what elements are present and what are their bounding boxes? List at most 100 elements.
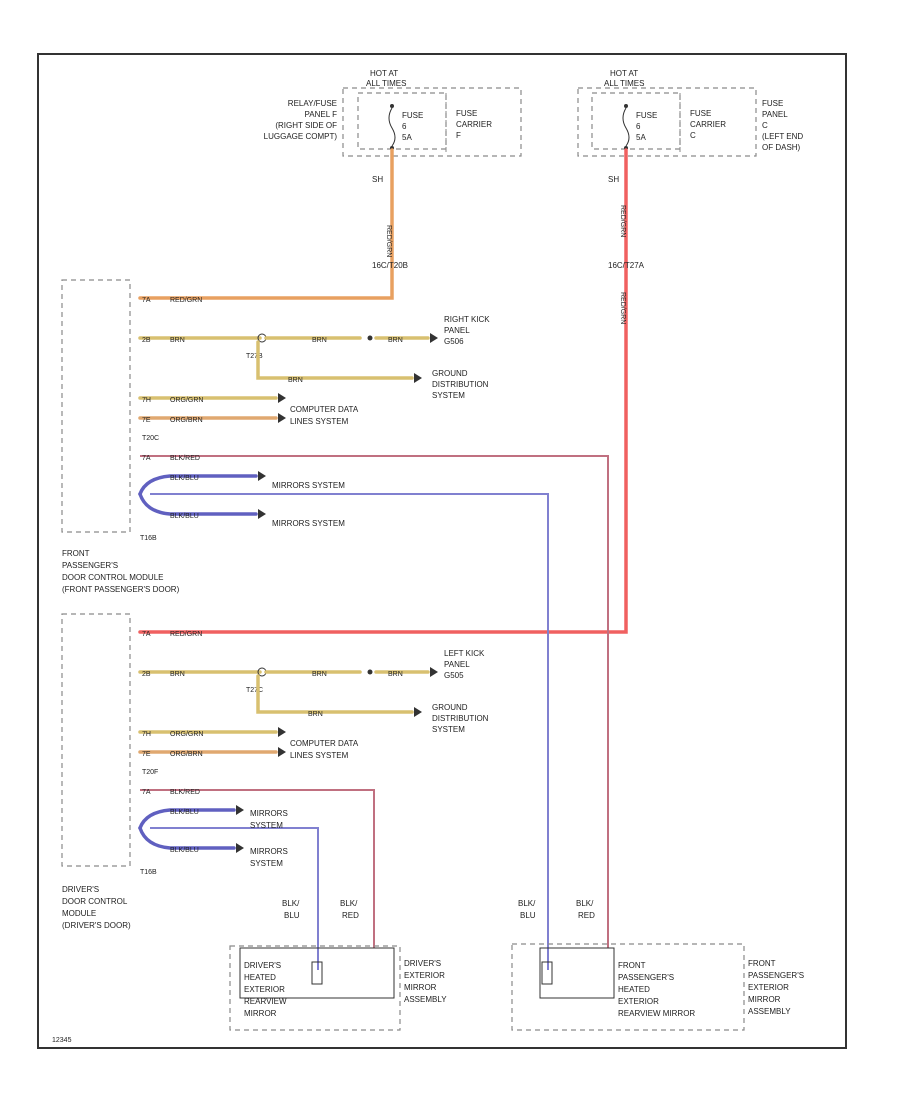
pass-kick-arrow-icon bbox=[430, 333, 438, 343]
fuse-left-carrier-3: F bbox=[456, 131, 461, 140]
pass-module-label-3: DOOR CONTROL MODULE bbox=[62, 573, 164, 582]
pass-assembly-2: PASSENGER'S bbox=[748, 971, 804, 980]
passenger-heater: FRONT PASSENGER'S HEATED EXTERIOR REARVI… bbox=[511, 943, 804, 1031]
fuse-left-loc-4: LUGGAGE COMPT) bbox=[264, 132, 338, 141]
pass-wire-1-color: RED/GRN bbox=[170, 297, 202, 304]
drv-wire-10-color: BLK/BLU bbox=[170, 847, 199, 854]
drv-wire-7-color: ORG/BRN bbox=[170, 751, 203, 758]
pass-mirror-arrow-1-icon bbox=[258, 471, 266, 481]
pass-mirror-arrow-2-icon bbox=[258, 509, 266, 519]
drv-module-label-2: DOOR CONTROL bbox=[62, 897, 128, 906]
drv-connector-2: T16B bbox=[140, 869, 157, 876]
pass-wire-6-color: ORG/GRN bbox=[170, 397, 203, 404]
drv-wire-9-color: BLK/BLU bbox=[170, 809, 199, 816]
pass-pin-7: 7E bbox=[142, 417, 151, 424]
fuse-left-carrier-1: FUSE bbox=[456, 109, 477, 118]
fuse-right-pin: SH bbox=[608, 175, 619, 184]
hot-at-right-2: ALL TIMES bbox=[604, 79, 644, 88]
fuse-left-loc-2: PANEL F bbox=[305, 110, 338, 119]
pass-kick-3: G506 bbox=[444, 337, 464, 346]
wire-right-feed-label-top: RED/GRN bbox=[619, 205, 626, 237]
fuse-right-element-icon bbox=[622, 107, 630, 147]
driver-heater: DRIVER'S HEATED EXTERIOR REARVIEW MIRROR… bbox=[229, 945, 447, 1031]
passenger-module: 7A RED/GRN 2B BRN T27B BRN BRN RIGHT KIC… bbox=[61, 279, 609, 970]
fuse-right-carrier-1: FUSE bbox=[690, 109, 711, 118]
drv-ground-3: SYSTEM bbox=[432, 725, 465, 734]
fuse-right-loc-5: OF DASH) bbox=[762, 143, 801, 152]
pass-wire-9-color: BLK/BLU bbox=[170, 475, 199, 482]
fuse-left-label-1: FUSE bbox=[402, 111, 423, 120]
drv-wire-2-color: BRN bbox=[170, 671, 185, 678]
pass-module-label-1: FRONT bbox=[62, 549, 90, 558]
pass-wire-8-color: BLK/RED bbox=[170, 455, 200, 462]
pass-heater-5: REARVIEW MIRROR bbox=[618, 1009, 695, 1018]
drv-splice-label: T27C bbox=[246, 687, 263, 694]
drv-blu-label-1: BLK/ bbox=[282, 899, 300, 908]
pass-red-label-1: BLK/ bbox=[576, 899, 594, 908]
pass-red-label-2: RED bbox=[578, 911, 595, 920]
drv-mirror-arrow-1-icon bbox=[236, 805, 244, 815]
drv-wire-blu-thin bbox=[150, 827, 319, 970]
drv-heater-1: DRIVER'S bbox=[244, 961, 281, 970]
drv-assembly-1: DRIVER'S bbox=[404, 959, 441, 968]
pass-assembly-4: MIRROR bbox=[748, 995, 781, 1004]
fuse-right-carrier-2: CARRIER bbox=[690, 120, 726, 129]
drv-pin-7: 7E bbox=[142, 751, 151, 758]
footer-code: 12345 bbox=[52, 1037, 72, 1044]
driver-mirror-assembly-box bbox=[229, 945, 401, 1031]
drv-connector-dot-icon bbox=[367, 669, 373, 675]
pass-wire-7-color: ORG/BRN bbox=[170, 417, 203, 424]
pass-connector-2: T16B bbox=[140, 535, 157, 542]
fuse-left-pin: SH bbox=[372, 175, 383, 184]
wire-right-feed-label-bottom: RED/GRN bbox=[619, 292, 626, 324]
pass-kick-1: RIGHT KICK bbox=[444, 315, 490, 324]
pass-pin-8: 7A bbox=[142, 455, 151, 462]
drv-wire-5-color: BRN bbox=[308, 711, 323, 718]
pass-kick-2: PANEL bbox=[444, 326, 470, 335]
drv-wire-4-color: BRN bbox=[388, 671, 403, 678]
fuse-panel-right-box bbox=[577, 87, 757, 157]
pass-wire-blk-blu-1 bbox=[138, 474, 258, 496]
pass-heater-1: FRONT bbox=[618, 961, 646, 970]
drv-connector-1: T20F bbox=[142, 769, 158, 776]
drv-blu-label-2: BLU bbox=[284, 911, 300, 920]
drv-pin-2: 2B bbox=[142, 671, 151, 678]
pass-assembly-5: ASSEMBLY bbox=[748, 1007, 791, 1016]
fuse-right-label-2: 6 bbox=[636, 122, 641, 131]
fuse-left-element-icon bbox=[388, 107, 396, 147]
connector-right-mid: 16C/T27A bbox=[608, 261, 645, 270]
drv-data-arrow-2-icon bbox=[278, 747, 286, 757]
driver-heater-element-box bbox=[239, 947, 395, 999]
fuse-right-loc-1: FUSE bbox=[762, 99, 783, 108]
pass-blu-label-2: BLU bbox=[520, 911, 536, 920]
drv-kick-arrow-icon bbox=[430, 667, 438, 677]
pass-wire-10-color: BLK/BLU bbox=[170, 513, 199, 520]
pass-heater-2: PASSENGER'S bbox=[618, 973, 674, 982]
drv-mirror-2a: MIRRORS bbox=[250, 847, 288, 856]
pass-wire-blk-red bbox=[140, 455, 609, 948]
pass-wire-3-color: BRN bbox=[312, 337, 327, 344]
passenger-heater-icon bbox=[541, 961, 553, 985]
drv-kick-1: LEFT KICK bbox=[444, 649, 485, 658]
pass-connector-dot-icon bbox=[367, 335, 373, 341]
fuse-right-label-3: 5A bbox=[636, 133, 646, 142]
drv-data-arrow-1-icon bbox=[278, 727, 286, 737]
pass-mirror-2: MIRRORS SYSTEM bbox=[272, 519, 345, 528]
pass-connector-1: T20C bbox=[142, 435, 159, 442]
pass-module-label-2: PASSENGER'S bbox=[62, 561, 118, 570]
drv-mirror-1a: MIRRORS bbox=[250, 809, 288, 818]
drv-pin-8: 7A bbox=[142, 789, 151, 796]
pass-wire-ground bbox=[256, 340, 414, 380]
fuse-right-label-1: FUSE bbox=[636, 111, 657, 120]
drv-pin-6: 7H bbox=[142, 731, 151, 738]
fuse-left-label-3: 5A bbox=[402, 133, 412, 142]
fuse-right-loc-2: PANEL bbox=[762, 110, 788, 119]
pass-data-arrow-1-icon bbox=[278, 393, 286, 403]
drv-module-label-1: DRIVER'S bbox=[62, 885, 99, 894]
connector-left-mid: 16C/T20B bbox=[372, 261, 408, 270]
pass-blu-label-1: BLK/ bbox=[518, 899, 536, 908]
driver-module: 7A RED/GRN 2B BRN T27C BRN BRN LEFT KICK… bbox=[61, 613, 489, 970]
pass-pin-6: 7H bbox=[142, 397, 151, 404]
drv-ground-arrow-icon bbox=[414, 707, 422, 717]
